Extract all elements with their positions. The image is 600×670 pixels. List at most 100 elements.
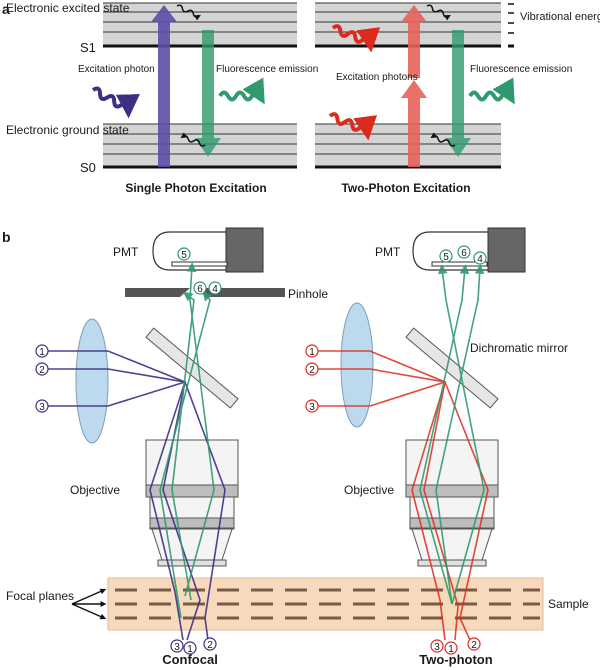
beam-number-3-confocal: 3	[35, 399, 49, 413]
excitation-photons-label: Excitation photons	[336, 72, 418, 83]
pmt-window	[431, 261, 488, 267]
confocal-setup	[48, 227, 285, 641]
fluorescence-beams	[159, 262, 215, 619]
panel-b-label: b	[2, 229, 11, 245]
beam-number-text: 1	[39, 347, 45, 358]
tube-lens	[75, 318, 109, 444]
dichromatic-label-text: Dichromatic mirror	[470, 341, 568, 355]
pinhole-number-6: 6	[193, 281, 207, 295]
ground-state-label: Electronic ground state	[6, 123, 129, 137]
bottom-number-text: 2	[207, 640, 213, 651]
bottom-number-2-confocal: 2	[203, 637, 217, 651]
pmt-number-text: 4	[477, 254, 483, 265]
beam-number-text: 2	[39, 365, 45, 376]
energy-diagram-two	[315, 2, 515, 169]
sample-label: Sample	[548, 597, 589, 611]
vibrational-dashes	[508, 3, 514, 48]
single-photon-title: Single Photon Excitation	[125, 181, 266, 195]
bottom-number-text: 1	[187, 644, 193, 655]
focal-plane-arrows	[71, 588, 107, 620]
objective-label-confocal: Objective	[70, 483, 120, 497]
s1-label: S1	[80, 40, 96, 55]
pinhole-plate-left	[125, 288, 190, 297]
bottom-number-text: 2	[471, 640, 477, 651]
two-photon-title: Two-Photon Excitation	[341, 181, 470, 195]
pmt-number-5-confocal: 5	[177, 247, 191, 261]
objective-tip	[417, 559, 487, 567]
pmt-number-5-twophoton: 5	[439, 249, 453, 263]
excitation-photon-label: Excitation photon	[78, 64, 155, 75]
excitation-photon-wave-upper	[331, 24, 381, 53]
fluorescence-label-single: Fluorescence emission	[216, 64, 318, 75]
pmt-window	[171, 261, 228, 267]
beam-number-3-twophoton: 3	[305, 399, 319, 413]
bottom-number-3-twophoton: 3	[430, 639, 444, 653]
excitation-beams	[318, 350, 489, 641]
s0-label: S0	[80, 160, 96, 175]
objective-tip	[157, 559, 227, 567]
dichromatic-label: Dichromatic mirror	[470, 341, 568, 355]
beam-number-1-confocal: 1	[35, 344, 49, 358]
excitation-photon-wave-lower	[328, 112, 378, 141]
twophoton-setup	[318, 227, 526, 641]
pmt-number-6-twophoton: 6	[457, 245, 471, 259]
fluorescence-arrow-down	[445, 30, 471, 157]
pmt-number-text: 5	[181, 250, 187, 261]
excited-state-label: Electronic excited state	[6, 1, 130, 15]
objective-ring-2	[409, 517, 495, 529]
objective-label-twophoton: Objective	[344, 483, 394, 497]
excitation-arrow-lower	[401, 80, 427, 167]
tube-lens	[340, 302, 374, 428]
bottom-number-1-twophoton: 1	[444, 641, 458, 655]
fluorescence-arrow-down	[195, 30, 221, 157]
pmt-number-text: 6	[461, 248, 467, 259]
bottom-number-1-confocal: 1	[183, 641, 197, 655]
excited-state-label-text: Electronic excited state	[6, 1, 130, 15]
relaxation-squiggle-bottom	[180, 132, 206, 147]
bottom-number-3-confocal: 3	[170, 639, 184, 653]
fluorescence-wave	[218, 77, 265, 105]
bottom-number-text: 3	[174, 642, 180, 653]
pmt-number-text: 5	[443, 252, 449, 263]
fluorescence-beams	[419, 264, 485, 605]
dichroic-mirror	[405, 327, 499, 409]
pinhole-number-text: 4	[212, 284, 218, 295]
excitation-photon-wave	[91, 86, 140, 119]
relaxation-squiggle-top	[176, 4, 201, 21]
panel-a-label: a	[2, 1, 10, 17]
relaxation-squiggle-bottom	[430, 132, 456, 147]
excitation-arrow-up	[151, 5, 177, 167]
pmt-number-4-twophoton: 4	[473, 251, 487, 265]
beam-number-text: 3	[309, 402, 315, 413]
bottom-number-text: 1	[448, 644, 454, 655]
beam-number-text: 2	[309, 365, 315, 376]
relaxation-squiggle-top	[426, 4, 451, 21]
pmt-cap	[487, 227, 526, 273]
bottom-number-text: 3	[434, 642, 440, 653]
pmt-label-twophoton: PMT	[375, 245, 401, 259]
pmt-label-confocal: PMT	[113, 245, 139, 259]
objective-ring-2	[149, 517, 235, 529]
pmt-cap	[225, 227, 264, 273]
excited-band	[103, 3, 297, 47]
ground-band	[103, 124, 297, 168]
excitation-arrow-upper	[401, 5, 427, 78]
beam-number-1-twophoton: 1	[305, 344, 319, 358]
beam-number-text: 3	[39, 402, 45, 413]
confocal-title: Confocal	[162, 652, 218, 667]
beam-number-2-confocal: 2	[35, 362, 49, 376]
pinhole-number-text: 6	[197, 284, 203, 295]
energy-diagram-single	[91, 2, 297, 169]
vibrational-label: Vibrational energy states	[520, 11, 600, 23]
bottom-number-2-twophoton: 2	[467, 637, 481, 651]
twophoton-title: Two-photon	[419, 652, 492, 667]
pinhole-label: Pinhole	[288, 287, 328, 301]
beam-number-text: 1	[309, 347, 315, 358]
focal-planes-label: Focal planes	[6, 589, 74, 603]
beam-number-2-twophoton: 2	[305, 362, 319, 376]
objective-nose	[411, 528, 493, 561]
objective-top	[145, 439, 239, 486]
pinhole-number-4: 4	[208, 281, 222, 295]
fluorescence-wave	[468, 77, 515, 105]
